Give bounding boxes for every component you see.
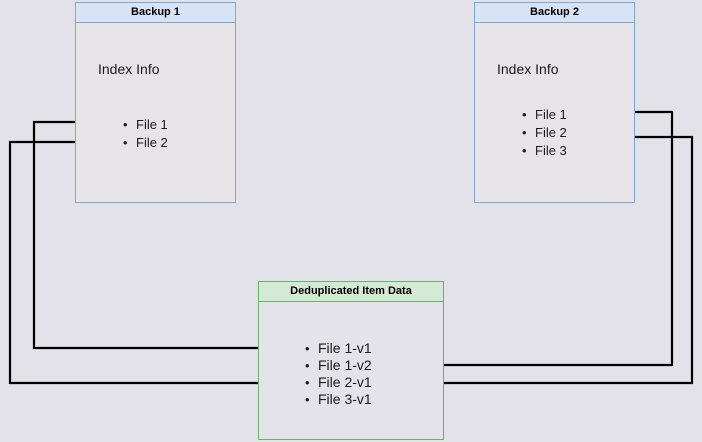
node-dedup-title: Deduplicated Item Data	[259, 282, 443, 302]
list-item[interactable]: File 1	[521, 106, 567, 124]
list-item[interactable]: File 2-v1	[304, 374, 372, 391]
node-backup-1[interactable]: Backup 1 Index Info File 1 File 2	[75, 2, 236, 203]
connector-b2-file2-to-file2v1	[388, 135, 694, 391]
node-backup-1-body: Index Info File 1 File 2	[76, 23, 235, 202]
list-item[interactable]: File 3	[521, 142, 567, 160]
list-item[interactable]: File 1-v2	[304, 357, 372, 374]
node-backup-1-title: Backup 1	[76, 3, 235, 23]
backup-2-index-label: Index Info	[497, 61, 559, 77]
backup-1-file-list: File 1 File 2	[122, 116, 168, 152]
dedup-file-list: File 1-v1 File 1-v2 File 2-v1 File 3-v1	[304, 340, 372, 408]
node-deduplicated-item-data[interactable]: Deduplicated Item Data File 1-v1 File 1-…	[258, 281, 444, 440]
list-item[interactable]: File 2	[521, 124, 567, 142]
connector-b1-file2-to-file2v1	[8, 140, 302, 391]
backup-1-index-label: Index Info	[98, 61, 160, 77]
node-dedup-body: File 1-v1 File 1-v2 File 2-v1 File 3-v1	[259, 302, 443, 439]
list-item[interactable]: File 1	[122, 116, 168, 134]
backup-2-file-list: File 1 File 2 File 3	[521, 106, 567, 160]
node-backup-2-body: Index Info File 1 File 2 File 3	[475, 23, 634, 202]
connector-b2-file1-to-file1v2	[388, 110, 674, 373]
list-item[interactable]: File 3-v1	[304, 391, 372, 408]
list-item[interactable]: File 1-v1	[304, 340, 372, 357]
list-item[interactable]: File 2	[122, 134, 168, 152]
node-backup-2-title: Backup 2	[475, 3, 634, 23]
node-backup-2[interactable]: Backup 2 Index Info File 1 File 2 File 3	[474, 2, 635, 203]
